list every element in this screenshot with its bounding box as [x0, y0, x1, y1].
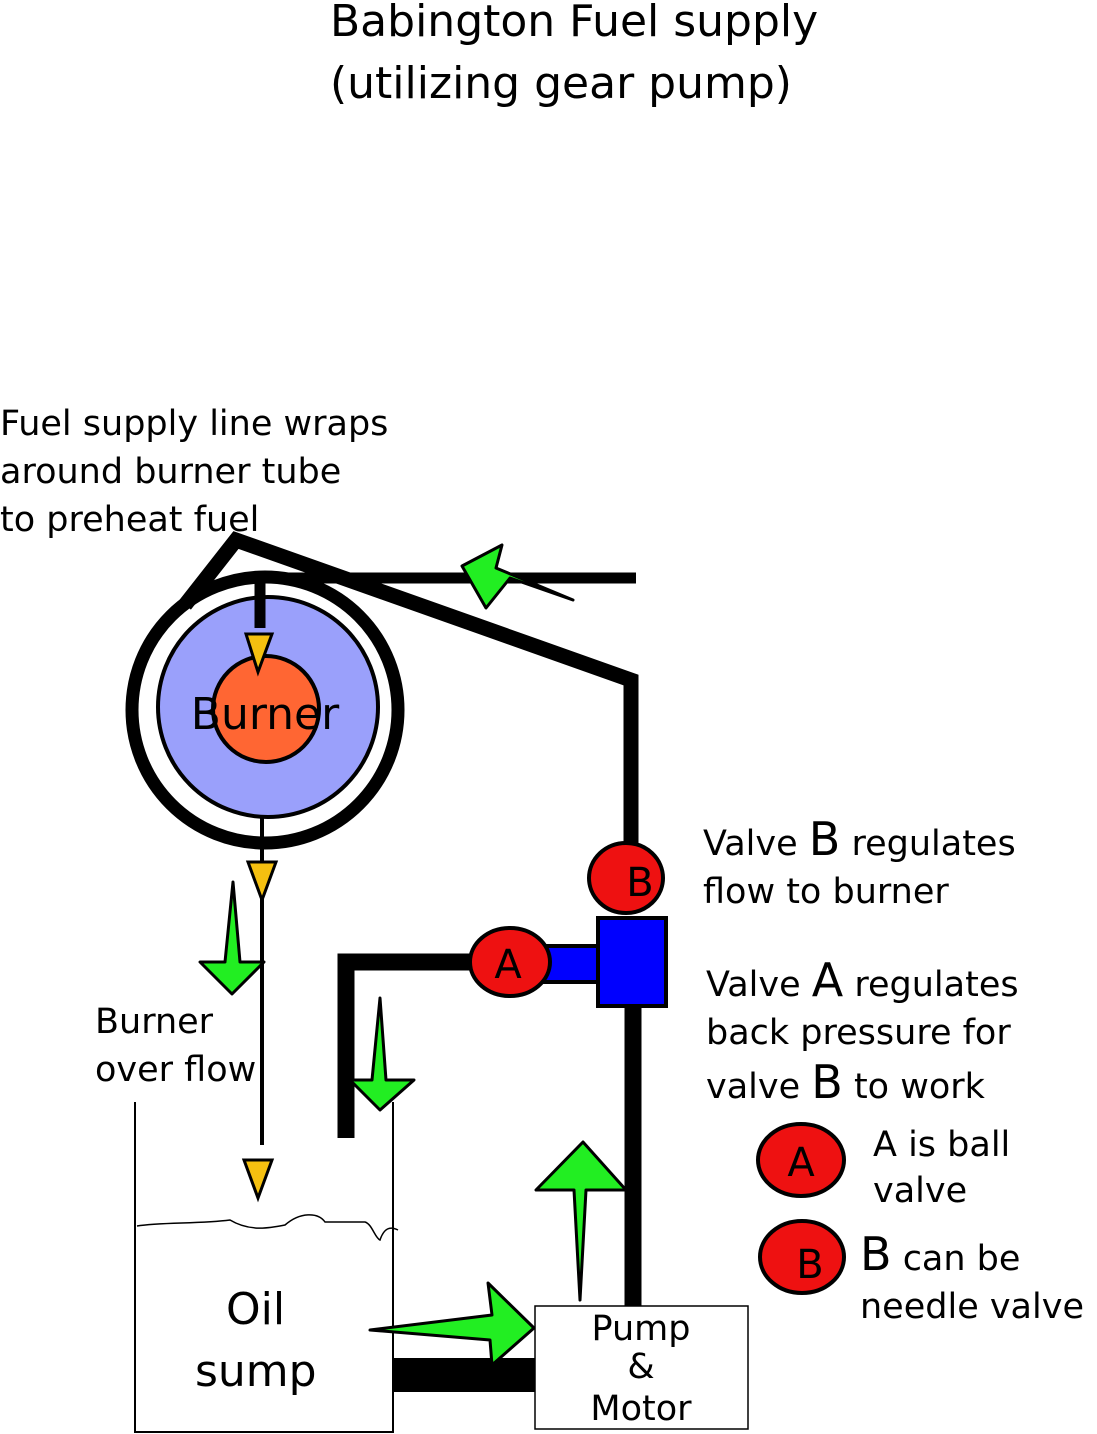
note-b-line-1: Valve B regulates	[703, 812, 1016, 866]
pump-motor: Pump & Motor	[534, 1305, 749, 1430]
sump-label-line-2: sump	[195, 1346, 317, 1397]
overflow-label-line-2: over flow	[95, 1050, 256, 1090]
flow-arrow-pump-up	[534, 1140, 628, 1302]
pump-label-line-2: &	[627, 1347, 654, 1387]
overflow-label-line-1: Burner	[95, 1002, 214, 1042]
note-b-line-2: flow to burner	[703, 872, 949, 912]
preheat-note-line-3: to preheat fuel	[0, 500, 259, 540]
legend-a-valve-icon	[756, 1122, 846, 1198]
legend-b: B B can be needle valve	[758, 1219, 1084, 1327]
valve-a: A	[468, 926, 552, 998]
legend-a-line-2: valve	[873, 1171, 967, 1211]
flow-arrow-return-down	[348, 996, 416, 1112]
supply-line	[179, 531, 639, 858]
legend-b-valve-icon	[758, 1219, 846, 1295]
flow-arrow-supply-up	[460, 543, 575, 610]
note-a-line-1: Valve A regulates	[706, 953, 1019, 1007]
preheat-note-line-1: Fuel supply line wraps	[0, 404, 388, 444]
valve-a-body	[468, 926, 552, 998]
legend-b-line-1: B can be	[860, 1227, 1020, 1281]
pump-label-line-3: Motor	[590, 1389, 692, 1429]
burner-nozzle	[211, 654, 321, 764]
legend-a-line-1: A is ball	[873, 1125, 1010, 1165]
drip-arrow-into-burner	[243, 632, 275, 677]
title-line-1: Babington Fuel supply	[330, 0, 818, 47]
flow-arrow-overflow-down	[198, 880, 266, 996]
sump-label-line-1: Oil	[226, 1284, 285, 1335]
valve-b-letter: B	[626, 860, 653, 906]
pump-label-line-1: Pump	[592, 1309, 691, 1349]
pump-motor-box	[534, 1305, 749, 1430]
preheat-note-line-2: around burner tube	[0, 452, 341, 492]
flow-arrow-into-pump	[368, 1281, 536, 1367]
return-line	[337, 953, 475, 1138]
drip-arrow-into-sump	[241, 1158, 275, 1203]
note-a-line-2: back pressure for	[706, 1013, 1011, 1053]
note-a-line-3: valve B to work	[706, 1055, 986, 1109]
burner-assembly: Burner	[125, 570, 405, 850]
oil-level-line	[136, 1214, 399, 1241]
valve-b: B	[587, 841, 665, 915]
valve-b-body	[587, 841, 665, 915]
title-line-2: (utilizing gear pump)	[330, 58, 792, 109]
tee-block	[596, 916, 668, 1008]
legend-a-letter: A	[787, 1140, 815, 1186]
legend-a: A A is ball valve	[756, 1122, 1010, 1211]
valve-a-letter: A	[494, 942, 522, 988]
drip-arrow-overflow	[245, 860, 279, 905]
suction-pipe	[393, 1358, 535, 1392]
legend-b-line-2: needle valve	[860, 1287, 1084, 1327]
oil-sump: Oil sump	[134, 1102, 399, 1433]
legend-b-letter: B	[796, 1242, 823, 1288]
burner-label: Burner	[191, 689, 340, 740]
